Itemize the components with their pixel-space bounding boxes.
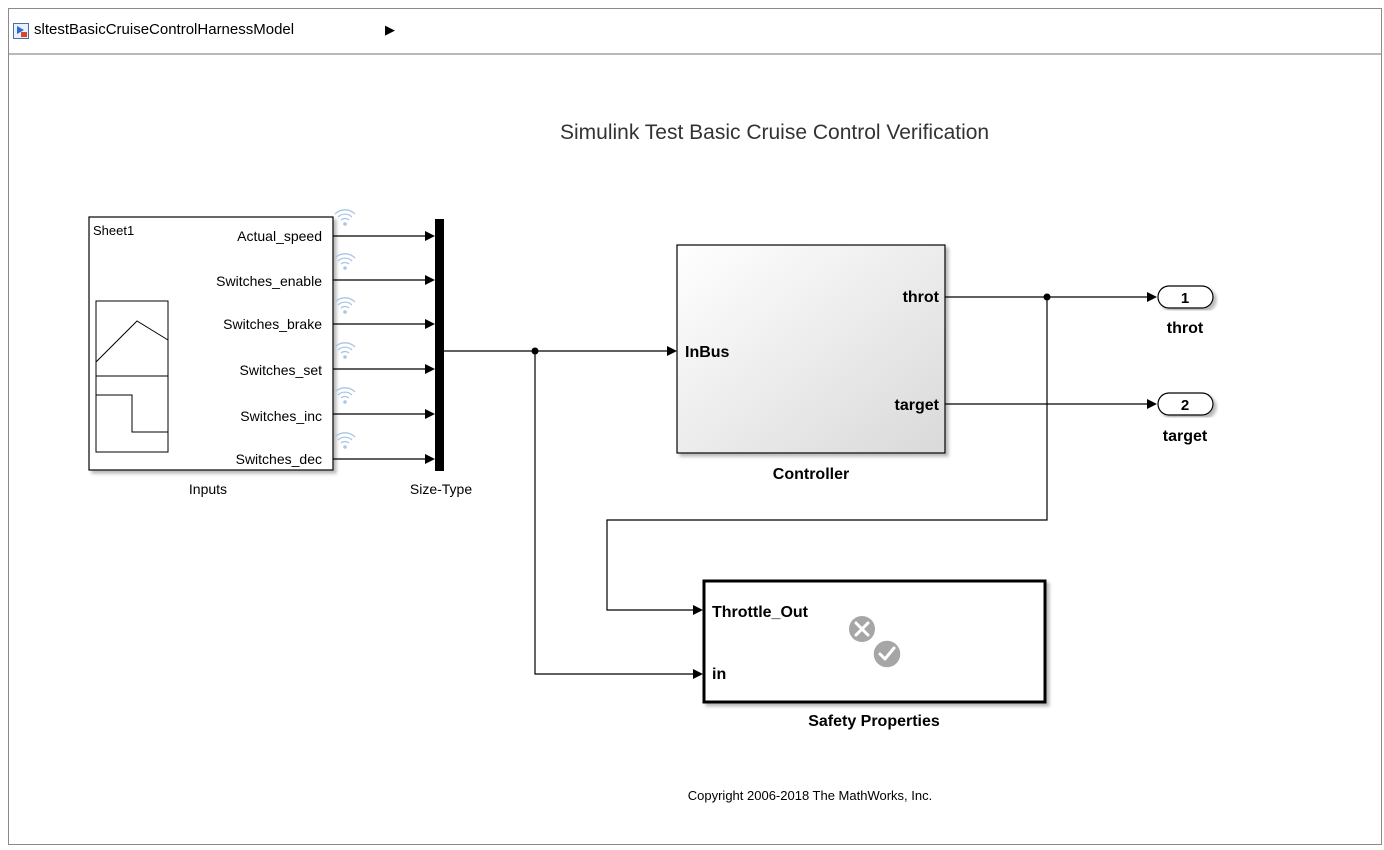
safety-block-name[interactable]: Safety Properties: [808, 713, 940, 730]
explorer-bar: sltestBasicCruiseControlHarnessModel ▶: [9, 9, 1381, 55]
outport-number: 2: [1181, 397, 1189, 414]
controller-port-target: target: [895, 397, 940, 414]
wireless-signal-icon[interactable]: [334, 209, 356, 449]
simulink-model-icon[interactable]: [13, 23, 29, 39]
copyright-annotation: Copyright 2006-2018 The MathWorks, Inc.: [688, 788, 932, 803]
arrowhead: [693, 669, 703, 679]
inputs-port-switches-enable: Switches_enable: [216, 273, 322, 289]
inputs-port-actual-speed: Actual_speed: [237, 228, 322, 244]
fail-x-icon: [849, 616, 875, 642]
outport-throt-name[interactable]: throt: [1167, 320, 1204, 337]
branch-point: [531, 347, 539, 355]
bus-signal-line[interactable]: [444, 350, 693, 675]
inputs-port-switches-dec: Switches_dec: [236, 451, 322, 467]
inputs-block[interactable]: Sheet1 Actual_speed Switches_enable Swit…: [88, 216, 334, 471]
safety-properties-block[interactable]: Throttle_Out in: [702, 579, 1047, 704]
outport-number: 1: [1181, 290, 1189, 307]
branch-point: [1043, 293, 1051, 301]
inputs-block-name[interactable]: Inputs: [189, 481, 227, 497]
arrowhead: [1147, 292, 1157, 302]
outport-throt[interactable]: 1: [1157, 285, 1214, 309]
diagram-title: Simulink Test Basic Cruise Control Verif…: [560, 121, 989, 144]
inputs-port-switches-inc: Switches_inc: [240, 408, 322, 424]
safety-port-throttle-out: Throttle_Out: [712, 604, 809, 621]
arrowhead: [667, 346, 677, 356]
safety-port-in: in: [712, 666, 726, 683]
diagram-canvas[interactable]: Simulink Test Basic Cruise Control Verif…: [9, 57, 1381, 845]
input-signal-lines[interactable]: [333, 231, 435, 464]
arrowhead: [1147, 399, 1157, 409]
bus-creator-block[interactable]: [435, 219, 444, 471]
signal-builder-plot: [95, 300, 169, 453]
outport-target[interactable]: 2: [1157, 392, 1214, 416]
inputs-port-switches-brake: Switches_brake: [223, 316, 322, 332]
controller-block-name[interactable]: Controller: [773, 466, 849, 483]
triangle-right-icon[interactable]: ▶: [385, 22, 395, 37]
pass-check-icon: [872, 639, 902, 669]
breadcrumb-model-name[interactable]: sltestBasicCruiseControlHarnessModel: [34, 21, 295, 38]
controller-port-throt: throt: [903, 289, 940, 306]
inputs-sheet-label: Sheet1: [93, 223, 134, 238]
arrowhead: [693, 605, 703, 615]
bus-block-name[interactable]: Size-Type: [410, 481, 472, 497]
outport-target-name[interactable]: target: [1163, 428, 1208, 445]
controller-port-inbus: InBus: [685, 344, 730, 361]
controller-block[interactable]: InBus throt target: [676, 244, 946, 454]
inputs-port-switches-set: Switches_set: [240, 362, 323, 378]
